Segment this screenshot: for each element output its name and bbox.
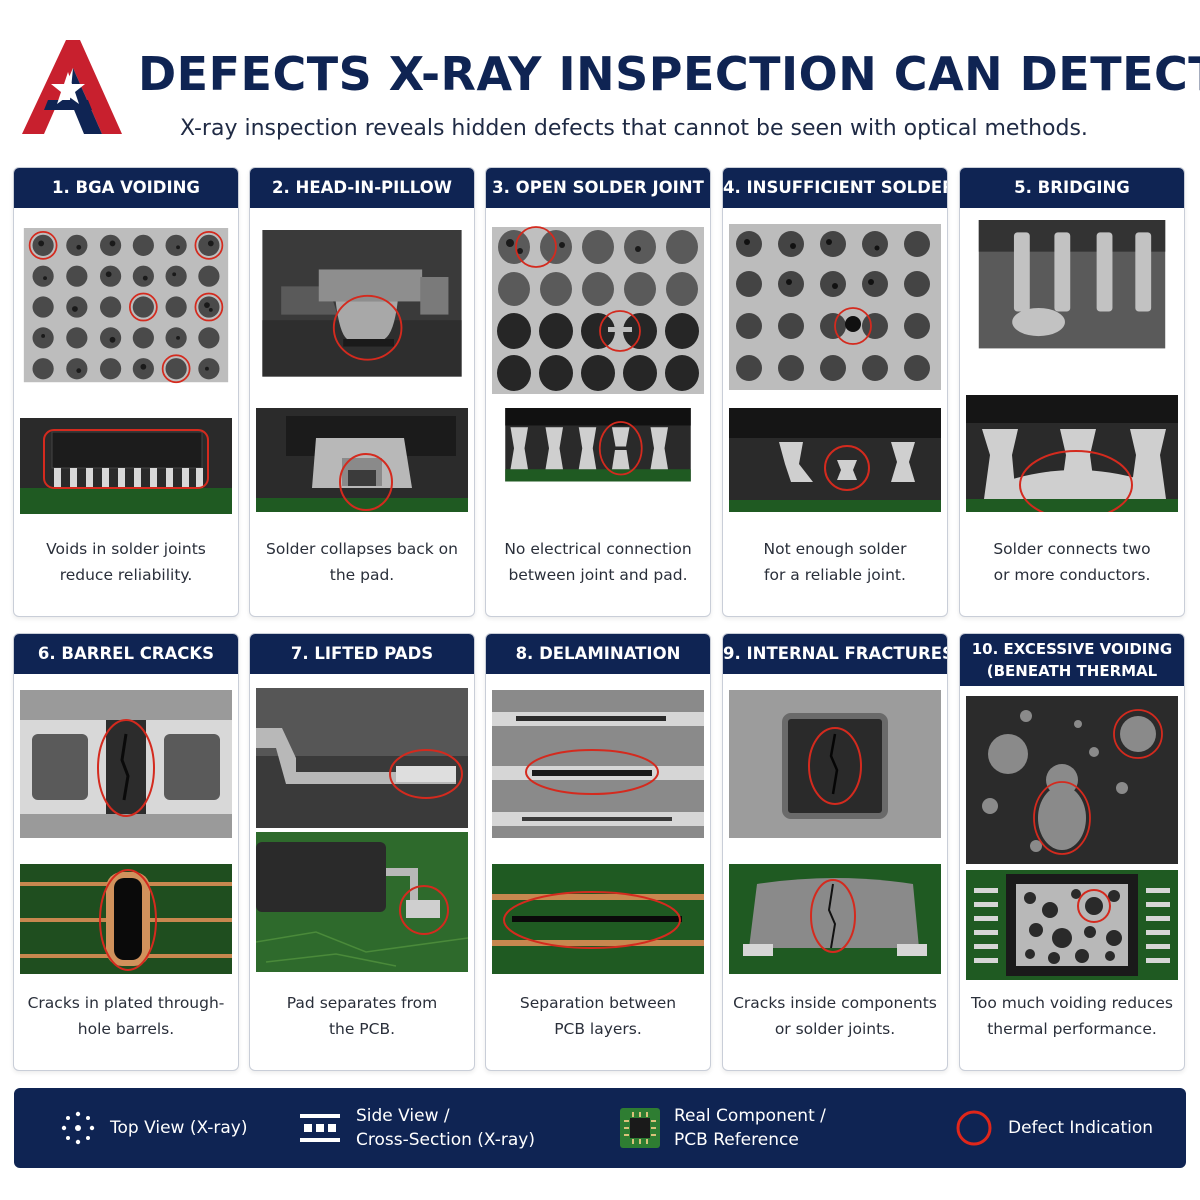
card-caption: No electrical connection between joint a… [494,536,702,588]
card-title: 7. LIFTED PADS [250,634,474,674]
side-view-xray-image [492,690,704,838]
caption-line-2: reduce reliability. [59,566,193,584]
defect-card-head-in-pillow: 2. HEAD-IN-PILLOW Solder collapses back … [249,167,475,617]
legend-label: Top View (X-ray) [110,1116,248,1140]
card-title: 9. INTERNAL FRACTURES [723,634,947,674]
caption-line-1: Pad separates from [286,994,438,1012]
legend-top-view: Top View (X-ray) [60,1088,248,1168]
top-view-xray-image [492,226,704,394]
legend-side-view: Side View / Cross-Section (X-ray) [298,1088,535,1168]
card-title: 5. BRIDGING [960,168,1184,208]
caption-line-2: for a reliable joint. [764,566,906,584]
caption-line-1: No electrical connection [504,540,692,558]
legend-top-view-label: Top View (X-ray) [110,1118,248,1138]
side-view-image [966,395,1178,512]
side-view-image [256,408,468,512]
page-subtitle: X-ray inspection reveals hidden defects … [180,116,1088,141]
defect-card-lifted-pads: 7. LIFTED PADS Pad separates from the PC… [249,633,475,1071]
caption-line-1: Cracks in plated through- [27,994,225,1012]
legend-real-label-2: PCB Reference [674,1130,799,1150]
side-view-xray-image [256,688,468,828]
caption-line-2: the PCB. [328,1020,396,1038]
side-view-xray-image [20,690,232,838]
page-header: DEFECTS X-RAY INSPECTION CAN DETECT X-ra… [0,0,1200,160]
card-title-line-1: 10. EXCESSIVE VOIDING [971,640,1173,658]
caption-line-2: the pad. [329,566,395,584]
defect-card-bga-voiding: 1. BGA VOIDING Voids in solder j [13,167,239,617]
legend-label: Defect Indication [1008,1116,1153,1140]
top-view-xray-image [23,228,229,384]
caption-line-2: hole barrels. [77,1020,175,1038]
top-view-xray-image [966,696,1178,864]
chip-icon [620,1108,660,1148]
defect-card-insufficient-solder: 4. INSUFFICIENT SOLDER Not enough solder… [722,167,948,617]
top-view-xray-image [978,220,1166,349]
card-caption: Solder connects two or more conductors. [968,536,1176,588]
caption-line-2: or more conductors. [993,566,1151,584]
card-title: 6. BARREL CRACKS [14,634,238,674]
card-caption: Cracks inside components or solder joint… [731,990,939,1042]
defect-card-barrel-cracks: 6. BARREL CRACKS Cracks in plated throug… [13,633,239,1071]
side-view-image [505,408,691,482]
card-title: 2. HEAD-IN-PILLOW [250,168,474,208]
caption-line-2: thermal performance. [987,1020,1157,1038]
caption-line-2: PCB layers. [554,1020,642,1038]
top-view-xray-image [729,224,941,390]
legend-defect: Defect Indication [954,1088,1153,1168]
card-title: 10. EXCESSIVE VOIDING (BENEATH THERMAL P… [960,634,1184,702]
caption-line-1: Cracks inside components [733,994,937,1012]
legend-label: Side View / Cross-Section (X-ray) [356,1104,535,1152]
cross-section-icon [300,1114,340,1142]
caption-line-1: Voids in solder joints [46,540,206,558]
side-view-image [729,864,941,974]
legend-defect-label: Defect Indication [1008,1118,1154,1138]
legend-bar: Top View (X-ray) Side View / Cross-Secti… [14,1088,1186,1168]
side-view-image [729,408,941,512]
pcb-reference-image [966,870,1178,980]
star-a-logo-icon [22,40,122,134]
caption-line-1: Solder collapses back on [266,540,458,558]
legend-real-component: Real Component / PCB Reference [620,1088,826,1168]
card-caption: Pad separates from the PCB. [258,990,466,1042]
card-title: 4. INSUFFICIENT SOLDER [723,168,947,208]
caption-line-2: or solder joints. [774,1020,896,1038]
caption-line-1: Separation between [519,994,677,1012]
defect-card-delamination: 8. DELAMINATION Separation between PCB l… [485,633,711,1071]
card-caption: Not enough solder for a reliable joint. [731,536,939,588]
legend-side-view-label-2: Cross-Section (X-ray) [356,1130,535,1150]
card-caption: Separation between PCB layers. [494,990,702,1042]
page-title: DEFECTS X-RAY INSPECTION CAN DETECT [138,47,1200,101]
side-view-image [20,418,232,514]
dots-circle-icon [61,1111,95,1145]
caption-line-1: Solder connects two [993,540,1151,558]
card-title: 8. DELAMINATION [486,634,710,674]
legend-side-view-label-1: Side View / [356,1106,450,1126]
legend-label: Real Component / PCB Reference [674,1104,826,1152]
legend-real-label-1: Real Component / [674,1106,826,1126]
pcb-reference-image [492,864,704,974]
defect-card-internal-fractures: 9. INTERNAL FRACTURES Cracks inside comp… [722,633,948,1071]
defect-card-excessive-voiding: 10. EXCESSIVE VOIDING (BENEATH THERMAL P… [959,633,1185,1071]
pcb-reference-image [256,832,468,972]
card-caption: Too much voiding reduces thermal perform… [968,990,1176,1042]
top-view-xray-image [729,690,941,838]
card-title: 1. BGA VOIDING [14,168,238,208]
caption-line-2: between joint and pad. [508,566,688,584]
card-caption: Voids in solder joints reduce reliabilit… [22,536,230,588]
caption-line-1: Too much voiding reduces [971,994,1173,1012]
side-view-xray-image [262,230,462,377]
red-circle-icon [956,1110,992,1146]
pcb-reference-image [20,864,232,974]
defect-card-bridging: 5. BRIDGING Solder connects two or more … [959,167,1185,617]
defect-card-open-solder-joint: 3. OPEN SOLDER JOINT [485,167,711,617]
card-title: 3. OPEN SOLDER JOINT [486,168,710,208]
caption-line-1: Not enough solder [763,540,907,558]
card-caption: Cracks in plated through- hole barrels. [22,990,230,1042]
card-caption: Solder collapses back on the pad. [258,536,466,588]
